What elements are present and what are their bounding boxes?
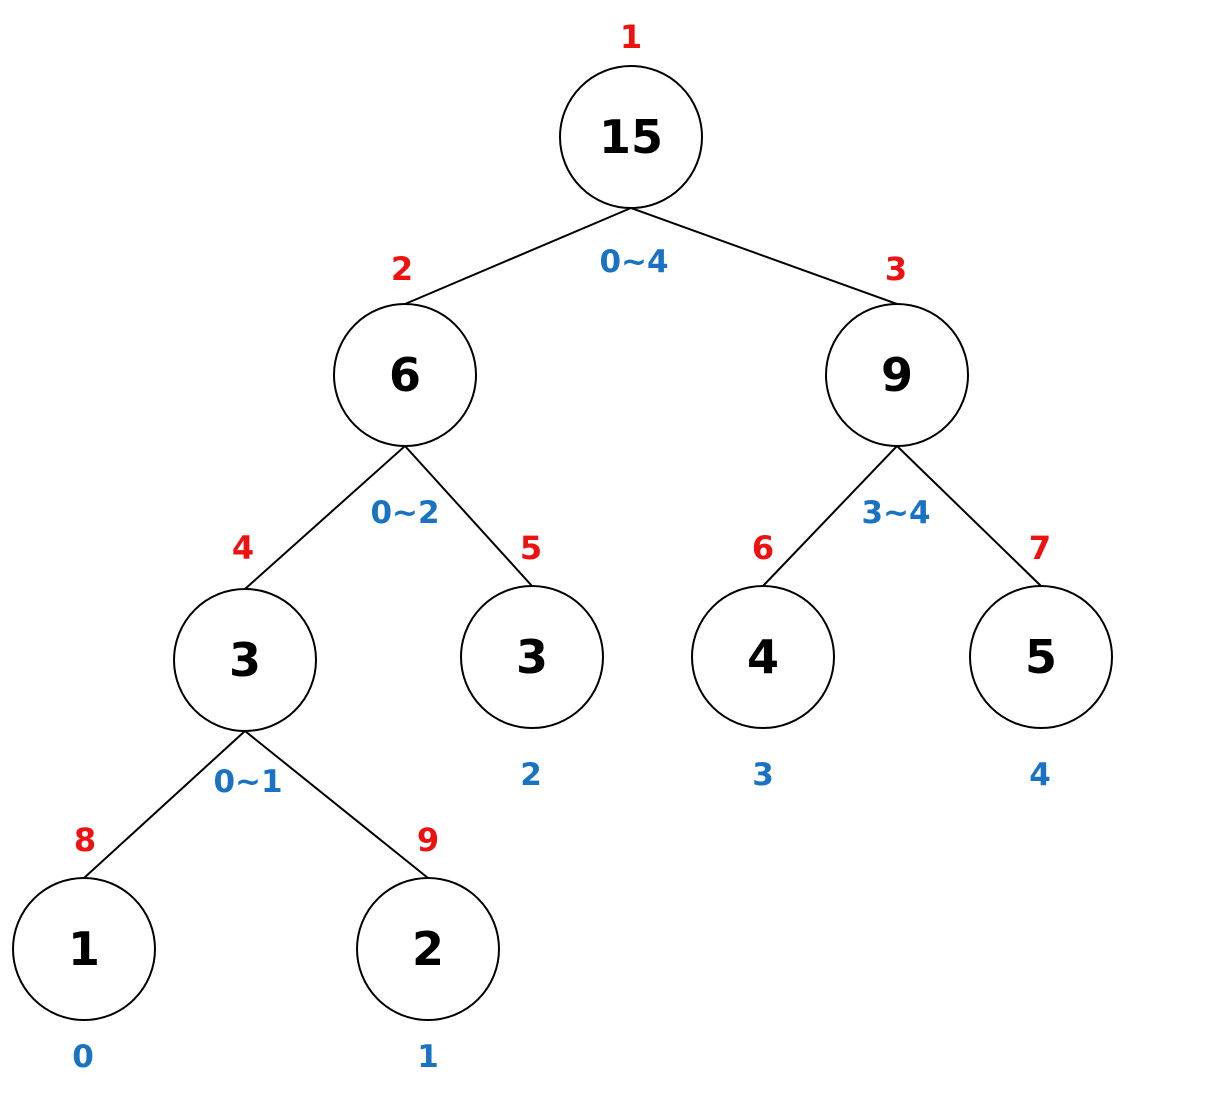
node-value: 15 — [599, 110, 663, 164]
node-circle — [691, 585, 835, 729]
tree-edge-n4-n8 — [83, 730, 246, 879]
node-range-label: 0~4 — [599, 244, 668, 280]
node-index-label: 3 — [885, 250, 907, 288]
tree-node-3: 9 3 3~4 — [825, 250, 969, 531]
tree-nodes: 15 1 0~4 6 2 0~2 9 3 3~4 3 4 0~1 3 5 2 4 6 3 5 7 4 1 8 0 2 9 1 — [12, 18, 1113, 1075]
node-index-label: 7 — [1029, 529, 1051, 567]
node-range-label: 3~4 — [861, 495, 930, 531]
node-range-label: 0 — [72, 1039, 94, 1075]
node-range-label: 0~1 — [213, 764, 282, 800]
node-value: 4 — [747, 630, 779, 684]
tree-edge-n2-n5 — [404, 445, 533, 587]
tree-node-5: 3 5 2 — [460, 529, 604, 793]
tree-node-2: 6 2 0~2 — [333, 250, 477, 531]
node-index-label: 6 — [752, 529, 774, 567]
tree-edges — [83, 207, 1042, 879]
node-value: 2 — [412, 922, 444, 976]
node-index-label: 5 — [520, 529, 542, 567]
node-index-label: 1 — [620, 18, 642, 56]
node-index-label: 8 — [74, 821, 96, 859]
tree-node-1: 15 1 0~4 — [559, 18, 703, 280]
node-range-label: 3 — [752, 757, 774, 793]
node-value: 9 — [881, 348, 913, 402]
tree-node-9: 2 9 1 — [356, 821, 500, 1075]
node-circle — [333, 303, 477, 447]
node-range-label: 4 — [1029, 757, 1051, 793]
node-range-label: 1 — [417, 1039, 439, 1075]
node-index-label: 9 — [417, 821, 439, 859]
node-value: 3 — [516, 630, 548, 684]
tree-node-4: 3 4 0~1 — [173, 529, 317, 800]
node-circle — [356, 877, 500, 1021]
tree-edge-n3-n7 — [896, 445, 1042, 587]
node-circle — [12, 877, 156, 1021]
node-value: 5 — [1025, 630, 1057, 684]
tree-edge-n1-n2 — [404, 207, 632, 305]
node-value: 1 — [68, 922, 100, 976]
tree-edge-n1-n3 — [630, 207, 898, 305]
node-circle — [173, 588, 317, 732]
tree-edge-n2-n4 — [244, 445, 406, 590]
tree-node-8: 1 8 0 — [12, 821, 156, 1075]
node-range-label: 0~2 — [370, 495, 439, 531]
node-range-label: 2 — [520, 757, 542, 793]
node-circle — [460, 585, 604, 729]
node-index-label: 2 — [391, 250, 413, 288]
tree-node-7: 5 7 4 — [969, 529, 1113, 793]
node-value: 6 — [389, 348, 421, 402]
tree-node-6: 4 6 3 — [691, 529, 835, 793]
node-circle — [969, 585, 1113, 729]
tree-edge-n4-n9 — [244, 730, 429, 879]
node-circle — [559, 65, 703, 209]
node-value: 3 — [229, 633, 261, 687]
node-circle — [825, 303, 969, 447]
tree-edge-n3-n6 — [762, 445, 898, 587]
node-index-label: 4 — [232, 529, 254, 567]
